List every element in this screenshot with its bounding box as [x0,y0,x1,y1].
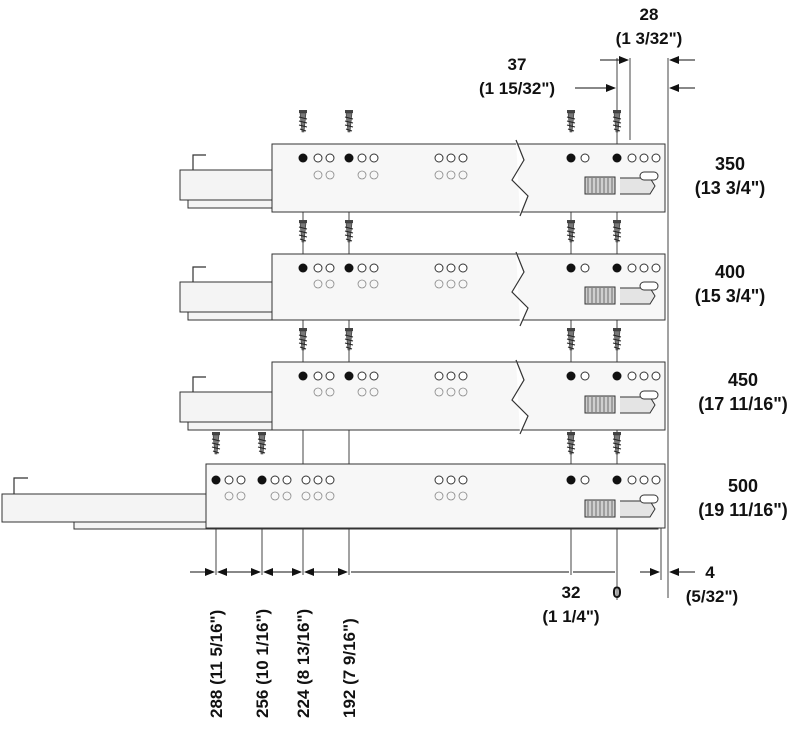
runner-500 [1,431,666,530]
runner-450-inch: (17 11/16") [698,394,788,414]
top-dimension-arrows [575,56,695,92]
runner-350 [179,109,666,217]
runner-500-inch: (19 11/16") [698,500,788,520]
dim-224-label: 224 (8 13/16") [294,609,313,718]
dim-32-inch: (1 1/4") [542,607,599,626]
runner-400 [179,219,666,327]
runner-500-mm: 500 [728,476,758,496]
dim-4-mm: 4 [705,563,715,582]
runner-400-inch: (15 3/4") [695,286,766,306]
dim-37-mm: 37 [508,55,527,74]
runner-450 [179,327,666,435]
dim-288-label: 288 (11 5/16") [207,610,226,718]
dim-4-inch: (5/32") [686,587,738,606]
dim-28-inch: (1 3/32") [616,29,683,48]
dim-256-label: 256 (10 1/16") [253,609,272,718]
dim-37-inch: (1 15/32") [479,79,555,98]
dim-0-mm: 0 [612,583,621,602]
dim-192-label: 192 (7 9/16") [340,618,359,718]
runner-450-mm: 450 [728,370,758,390]
runner-400-mm: 400 [715,262,745,282]
runner-350-inch: (13 3/4") [695,178,766,198]
dim-28-mm: 28 [640,5,659,24]
dim-32-mm: 32 [562,583,581,602]
runner-350-mm: 350 [715,154,745,174]
